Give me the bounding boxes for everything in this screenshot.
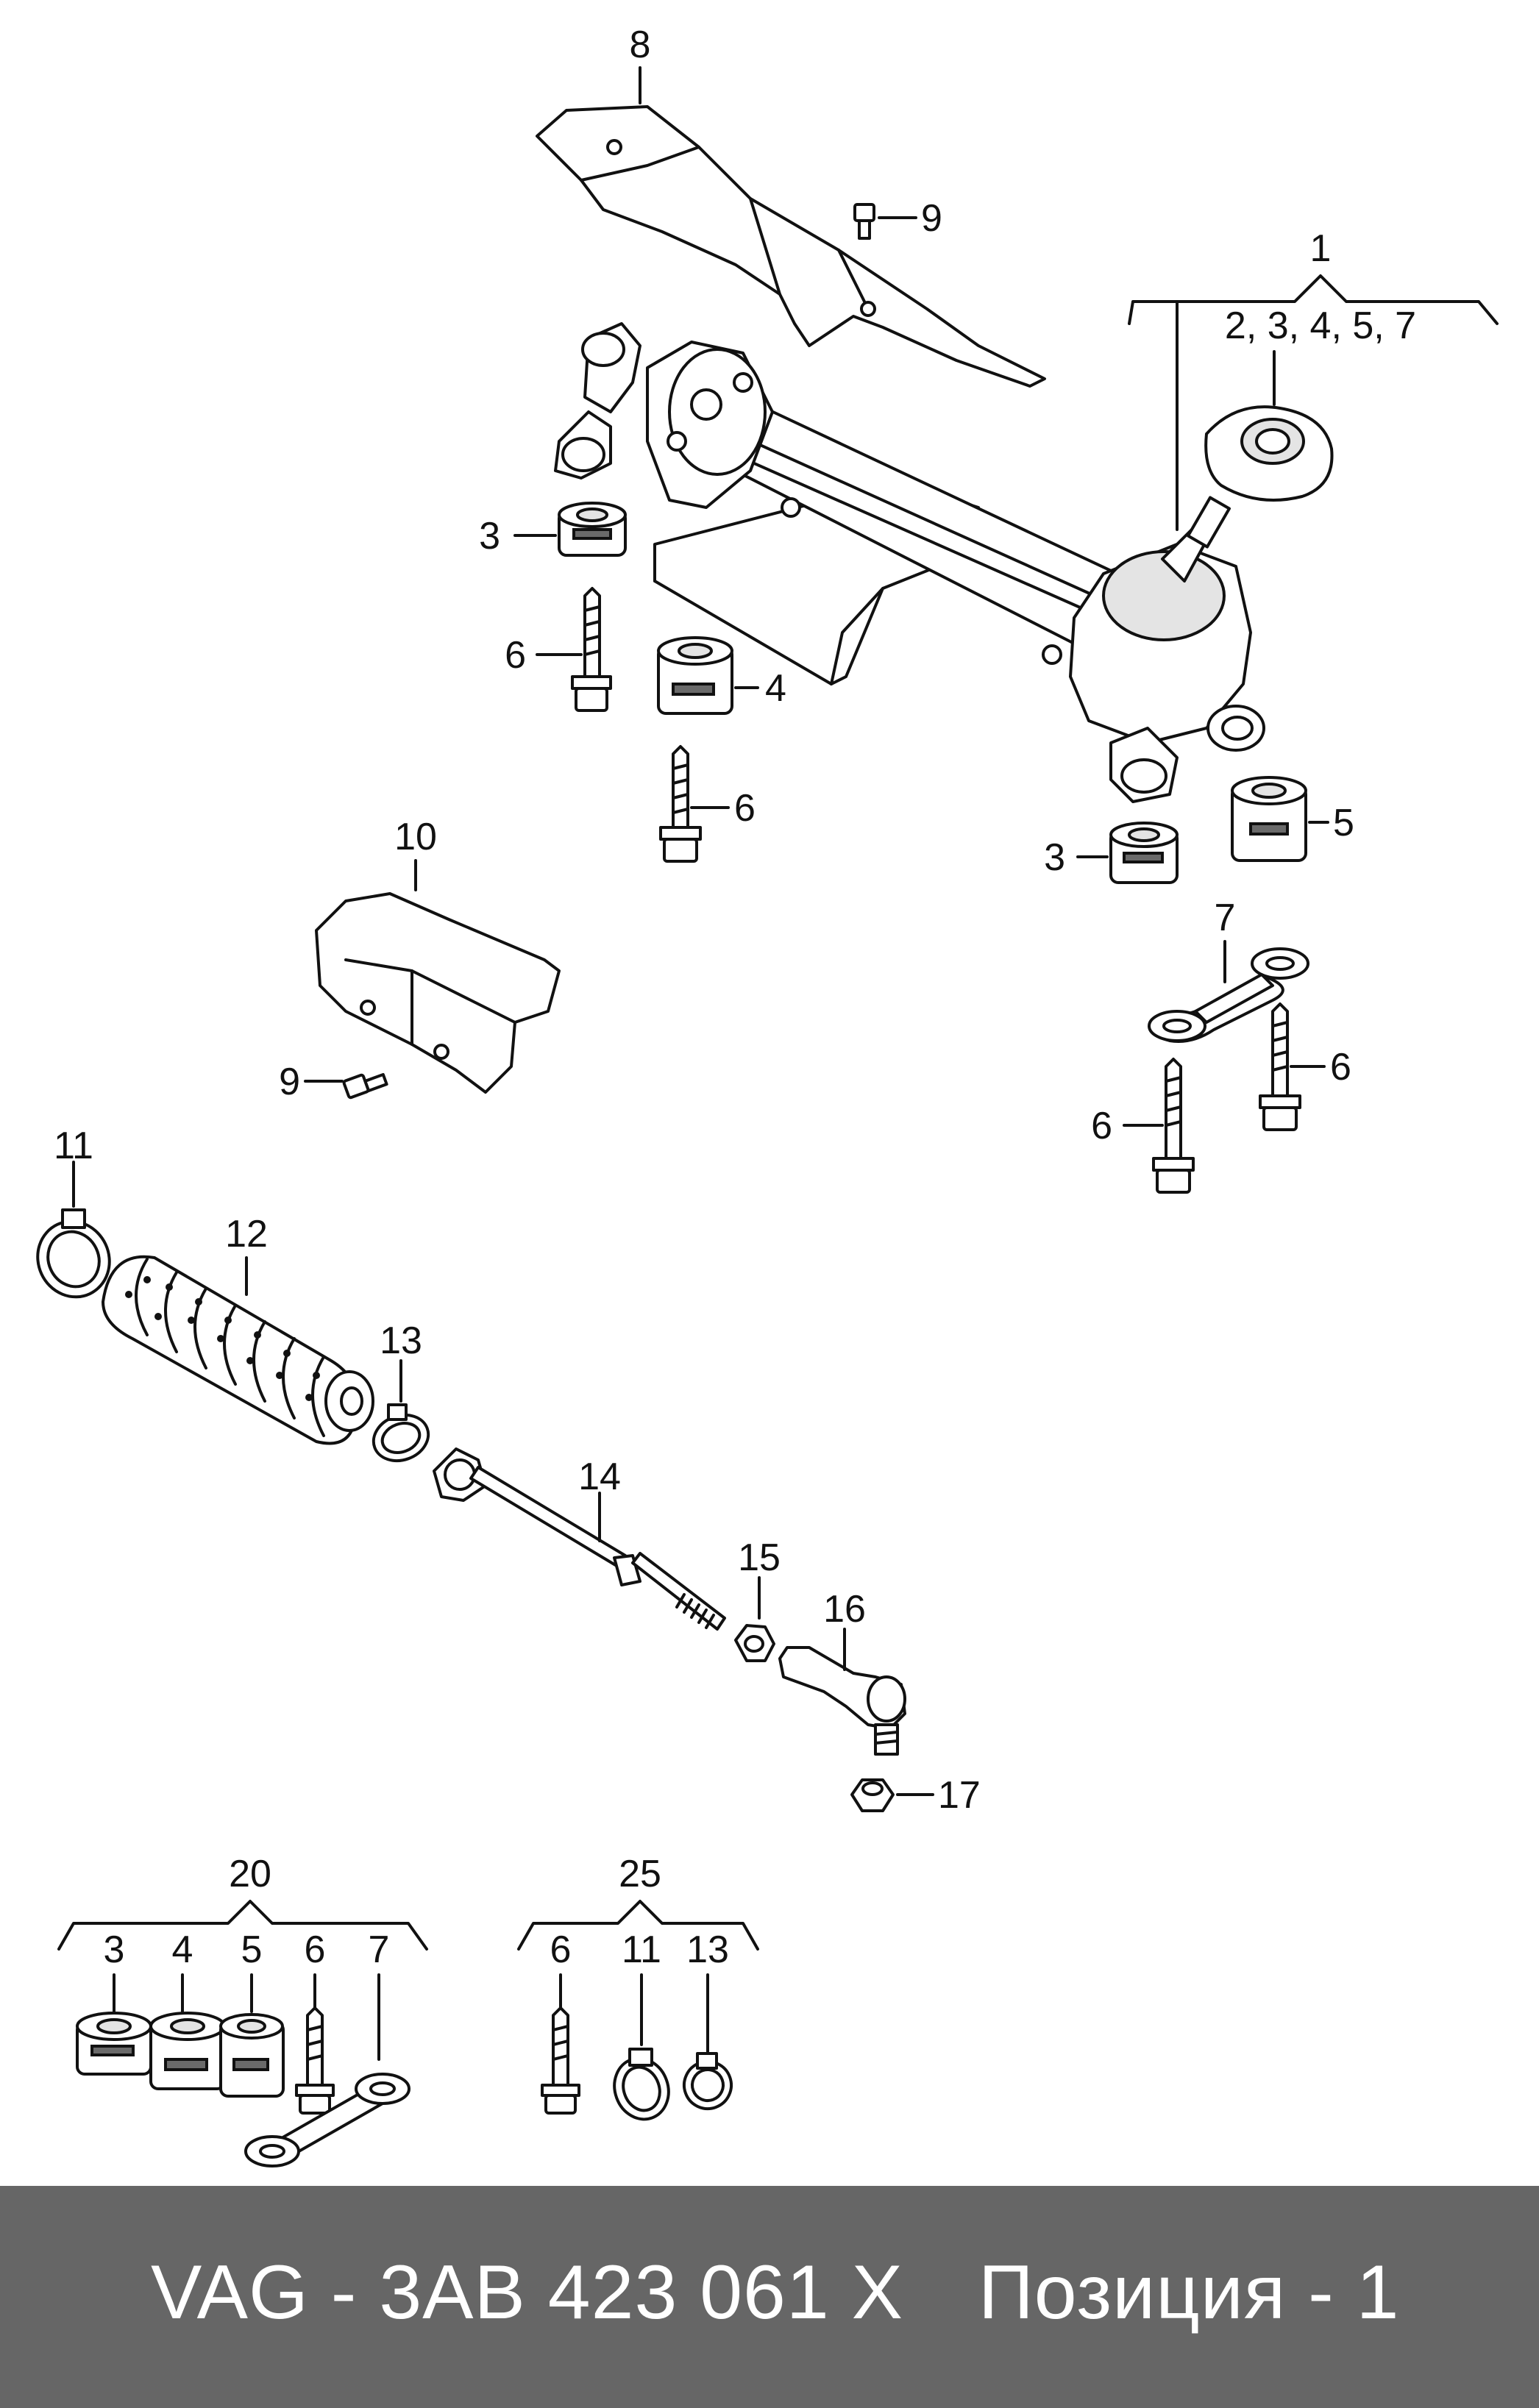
callout-9b: 9 xyxy=(279,1061,300,1103)
callout-12: 12 xyxy=(225,1213,268,1255)
callout-6b: 6 xyxy=(734,787,756,830)
tie-rod-end-16 xyxy=(778,1646,906,1756)
bolt-6-a xyxy=(571,587,612,712)
kit25-item-13: 13 xyxy=(686,1928,729,1971)
callout-1-subitems: 2, 3, 4, 5, 7 xyxy=(1225,304,1416,347)
callout-8: 8 xyxy=(630,24,651,66)
part-info-footer: VAG - 3AB 423 061 X Позиция - 1 xyxy=(0,2186,1539,2408)
callout-6c: 6 xyxy=(1330,1046,1351,1089)
heat-shield-upper xyxy=(536,105,1046,388)
kit20-label: 20 xyxy=(229,1853,271,1895)
rack-boot-12 xyxy=(102,1255,374,1445)
heat-shield-lower xyxy=(315,892,561,1094)
kit25-label: 25 xyxy=(619,1853,661,1895)
kit20-item-5: 5 xyxy=(241,1928,263,1971)
bushing-4 xyxy=(657,636,733,715)
kit20-item-7: 7 xyxy=(369,1928,390,1971)
kit20-item-4: 4 xyxy=(172,1928,193,1971)
callout-4: 4 xyxy=(765,667,786,710)
callout-3b: 3 xyxy=(1044,836,1065,879)
callout-7: 7 xyxy=(1215,897,1236,939)
clamp-13 xyxy=(372,1403,430,1463)
kit20-item-3: 3 xyxy=(104,1928,125,1971)
clamp-11 xyxy=(36,1208,111,1299)
exploded-parts-diagram: 8 9 xyxy=(36,24,1499,2167)
bushing-3-upper xyxy=(558,502,627,557)
callout-10: 10 xyxy=(394,816,437,858)
callout-17: 17 xyxy=(938,1774,981,1817)
bolt-6-b xyxy=(659,745,702,863)
callout-16: 16 xyxy=(823,1588,866,1631)
callout-6d: 6 xyxy=(1091,1105,1112,1147)
callout-9a: 9 xyxy=(921,197,942,240)
bolt-9-lower xyxy=(342,1072,388,1100)
bushing-5 xyxy=(1231,776,1307,862)
callout-13: 13 xyxy=(380,1319,422,1362)
callout-6a: 6 xyxy=(505,634,526,677)
bolt-6-d xyxy=(1152,1058,1195,1194)
callout-1: 1 xyxy=(1310,227,1332,270)
nut-15 xyxy=(734,1624,775,1662)
bolt-6-c xyxy=(1259,1002,1301,1131)
callout-3a: 3 xyxy=(479,515,500,558)
tie-rod-14 xyxy=(433,1447,726,1631)
rubber-mount xyxy=(1204,405,1334,502)
kit-20: 20 3 4 5 6 7 xyxy=(57,1853,428,2167)
part-number: VAG - 3AB 423 061 X xyxy=(151,2250,903,2335)
callout-15: 15 xyxy=(738,1536,781,1579)
plate-7 xyxy=(1148,947,1309,1043)
callout-14: 14 xyxy=(578,1456,621,1498)
nut-17 xyxy=(850,1778,895,1812)
callout-5: 5 xyxy=(1333,802,1354,844)
kit-25: 25 6 11 13 xyxy=(517,1853,759,2121)
bolt-9-upper xyxy=(853,203,875,240)
callout-11: 11 xyxy=(54,1125,93,1167)
steering-rack-assembly xyxy=(554,322,1265,803)
kit25-item-11: 11 xyxy=(622,1928,661,1971)
position-label: Позиция - 1 xyxy=(978,2250,1400,2335)
bushing-3-lower xyxy=(1109,822,1179,884)
kit25-item-6: 6 xyxy=(550,1928,572,1971)
kit20-item-6: 6 xyxy=(305,1928,326,1971)
